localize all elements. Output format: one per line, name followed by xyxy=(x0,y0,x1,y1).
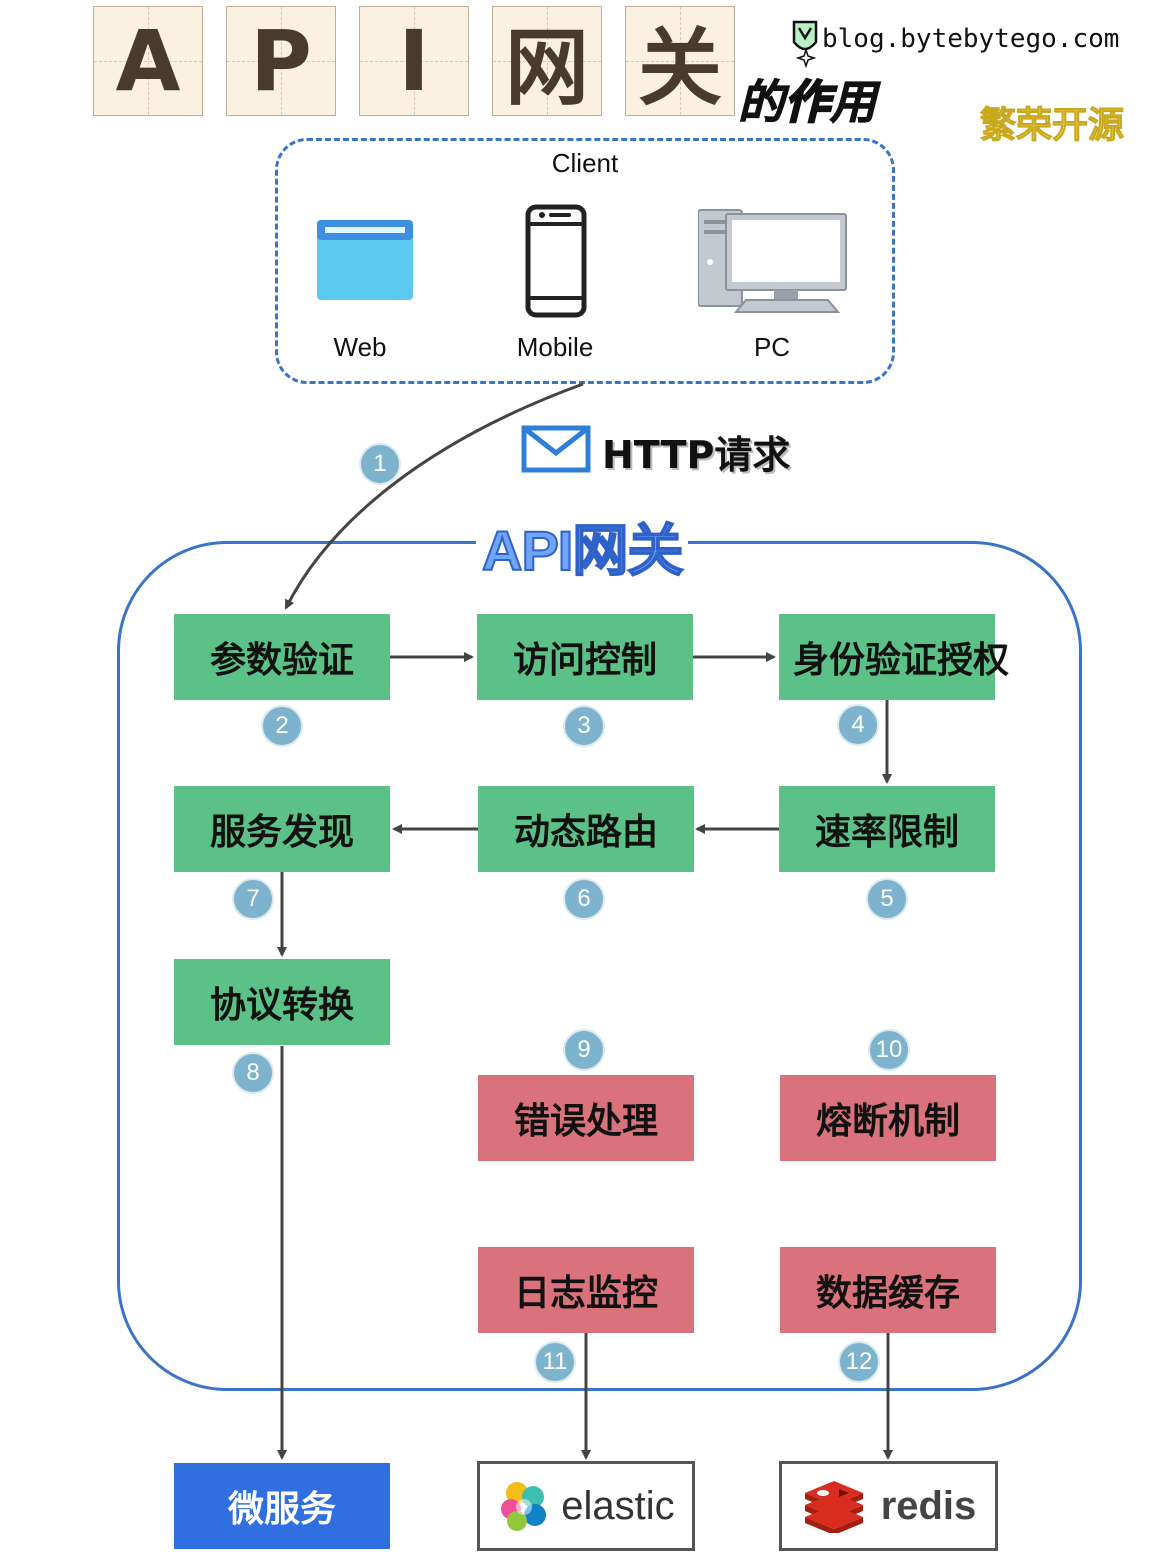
blog-logo-icon xyxy=(790,16,822,72)
node-protocol-conversion: 协议转换 xyxy=(174,959,390,1045)
step-badge-3: 3 xyxy=(563,705,605,747)
subtitle-post: 用 xyxy=(830,75,877,130)
elastic-logo-icon xyxy=(501,1482,547,1531)
arrow-client-to-gateway xyxy=(284,382,584,610)
blog-url: blog.bytebytego.com xyxy=(822,24,1120,54)
title-char-wang: 网 xyxy=(492,6,602,116)
title-char-guan: 关 xyxy=(625,6,735,116)
node-access-control: 访问控制 xyxy=(477,614,693,700)
node-service-discovery: 服务发现 xyxy=(174,786,390,872)
redis-label: redis xyxy=(880,1483,977,1528)
client-pc-label: PC xyxy=(753,332,791,362)
redis-logo-icon xyxy=(804,1481,863,1533)
node-param-validation: 参数验证 xyxy=(174,614,390,700)
node-authentication: 身份验证授权 xyxy=(779,614,1009,700)
step-badge-2: 2 xyxy=(261,705,303,747)
step-badge-6: 6 xyxy=(563,878,605,920)
mobile-phone-icon xyxy=(525,204,587,322)
step-badge-9: 9 xyxy=(563,1029,605,1071)
envelope-icon xyxy=(521,425,591,477)
api-gateway-title: API网关 xyxy=(476,506,689,587)
node-log-monitoring: 日志监控 xyxy=(478,1247,694,1333)
node-rate-limit: 速率限制 xyxy=(779,786,995,872)
title-char-i: I xyxy=(359,6,469,116)
step-badge-5: 5 xyxy=(866,878,908,920)
elastic-label: elastic xyxy=(561,1483,675,1528)
step-badge-10: 10 xyxy=(868,1029,910,1071)
step-badge-12: 12 xyxy=(838,1341,880,1383)
title-char-p: P xyxy=(226,6,336,116)
node-circuit-breaker: 熔断机制 xyxy=(780,1075,996,1161)
subtitle-highlight: 作 xyxy=(783,74,831,130)
node-dynamic-routing: 动态路由 xyxy=(478,786,694,872)
title-char-a: A xyxy=(93,6,203,116)
http-request-label: HTTP请求 xyxy=(602,433,791,477)
client-group xyxy=(275,138,895,384)
client-mobile-label: Mobile xyxy=(516,332,594,362)
client-web-label: Web xyxy=(333,332,387,362)
step-badge-7: 7 xyxy=(232,878,274,920)
client-title: Client xyxy=(551,148,619,178)
watermark: 繁荣开源 xyxy=(979,96,1125,148)
browser-window-icon xyxy=(317,220,413,304)
elastic-box: elastic xyxy=(477,1461,695,1551)
desktop-pc-icon xyxy=(697,208,848,320)
node-data-cache: 数据缓存 xyxy=(780,1247,996,1333)
watermark-text: 繁荣开源 xyxy=(979,105,1125,147)
microservice-box: 微服务 xyxy=(174,1463,390,1549)
subtitle: 的作用 xyxy=(738,66,877,132)
step-badge-4: 4 xyxy=(837,704,879,746)
subtitle-pre: 的 xyxy=(738,75,785,130)
node-error-handling: 错误处理 xyxy=(478,1075,694,1161)
redis-box: redis xyxy=(779,1461,998,1551)
step-badge-1: 1 xyxy=(359,443,401,485)
step-badge-8: 8 xyxy=(232,1052,274,1094)
step-badge-11: 11 xyxy=(534,1341,576,1383)
